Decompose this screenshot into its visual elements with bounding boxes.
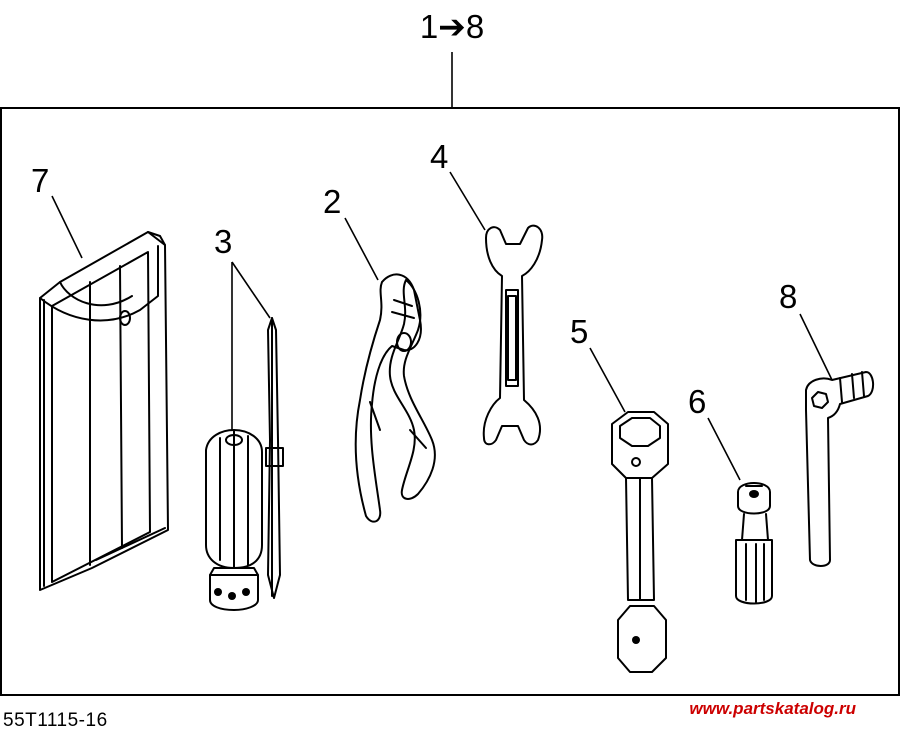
screwdriver-illustration bbox=[205, 317, 284, 611]
diagram-frame bbox=[0, 107, 900, 696]
leader-4 bbox=[449, 171, 486, 231]
callout-4: 4 bbox=[430, 138, 448, 175]
leader-7 bbox=[51, 195, 83, 259]
watermark-link[interactable]: www.partskatalog.ru bbox=[689, 699, 856, 718]
socket-wrench-illustration bbox=[611, 411, 669, 673]
leader-6 bbox=[707, 417, 741, 481]
leader-3b bbox=[231, 261, 271, 319]
l-wrench-illustration bbox=[805, 371, 874, 567]
reference-code: 55T1115-16 bbox=[3, 710, 108, 731]
leader-8 bbox=[799, 313, 833, 381]
wrench-illustration bbox=[482, 224, 544, 446]
pliers-illustration bbox=[354, 273, 436, 523]
callout-7: 7 bbox=[31, 162, 49, 199]
leader-5 bbox=[589, 347, 626, 413]
callout-6: 6 bbox=[688, 383, 706, 420]
tool-pouch-illustration bbox=[39, 231, 169, 591]
callout-8: 8 bbox=[779, 278, 797, 315]
leader-2 bbox=[344, 217, 379, 281]
range-title: 1➔8 bbox=[420, 8, 484, 45]
callout-5: 5 bbox=[570, 313, 588, 350]
small-socket-illustration bbox=[735, 482, 773, 605]
callout-2: 2 bbox=[323, 183, 341, 220]
callout-3: 3 bbox=[214, 223, 232, 260]
